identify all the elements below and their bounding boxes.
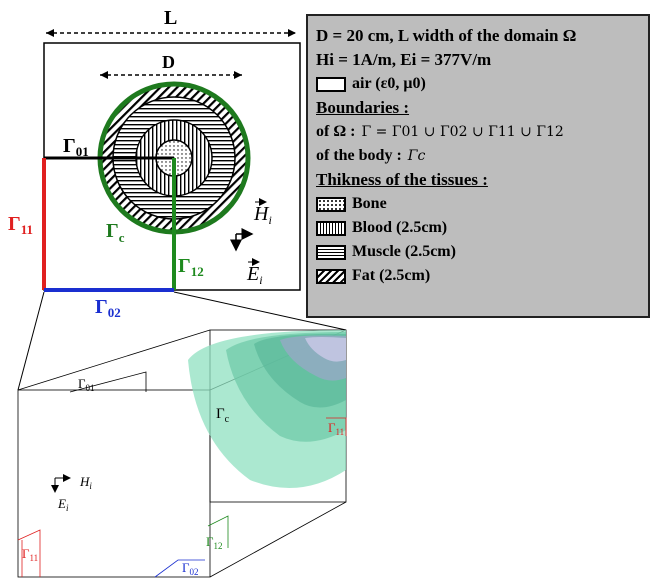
gamma11-label: Γ11 [8,213,33,237]
gamma11-right-label: Γ11 [328,420,344,437]
top-domain-diagram: L D Γ01 Γ11 Γc Γ12 Γ02 Hi Ei [8,7,301,320]
gamma11-left-label: Γ11 [22,546,38,563]
legend-air: air (ε0, μ0) [316,72,648,96]
bone-swatch [316,196,346,212]
zoom-line-left [17,291,45,391]
gammac-label: Γc [106,220,125,245]
H-field-3d-label: Hi [79,474,92,491]
E-field-3d-label: Ei [57,496,69,513]
legend-tissue-blood: Blood (2.5cm) [316,216,648,240]
air-label: air (ε0, μ0) [352,75,426,92]
legend-tissue-bone: Bone [316,192,648,216]
gamma11-left-marker [17,529,41,577]
fat-label: Fat (2.5cm) [352,267,431,284]
gamma12-label: Γ12 [178,255,204,279]
gamma11-right-marker [326,417,347,436]
L-label: L [164,7,177,29]
bone-label: Bone [352,195,387,212]
gamma12-marker [207,515,229,548]
bottom-3d-diagram [17,329,347,578]
legend-dimensions: D = 20 cm, L width of the domain Ω [316,26,577,45]
body-prefix: of the body : [316,147,402,164]
blood-swatch [316,220,346,236]
muscle-swatch [316,244,346,260]
legend-thickness-title: Thikness of the tissues : [316,170,488,189]
muscle-label: Muscle (2.5cm) [352,243,456,260]
zoom-line-right [173,291,347,331]
omega-prefix: of Ω : [316,123,356,140]
incident-field-axes-bottom: Hi Ei [51,474,92,513]
gamma02-marker [154,559,205,578]
H-field-label: Hi [253,203,272,227]
legend-boundaries-title: Boundaries : [316,98,410,117]
gamma12-3d-label: Γ12 [206,534,223,551]
body-3d-quarter [188,330,346,488]
gamma02-label: Γ02 [95,296,121,320]
omega-formula: Γ = Γ01 ∪ Γ02 ∪ Γ11 ∪ Γ12 [361,124,564,140]
gamma01-label: Γ01 [63,135,89,159]
legend-field-values: Hi = 1A/m, Ei = 377V/m [316,50,492,69]
gammac-3d-label: Γc [216,406,230,425]
incident-field-axes-top: Hi Ei [230,198,272,287]
legend-omega-boundaries: of Ω : Γ = Γ01 ∪ Γ02 ∪ Γ11 ∪ Γ12 [316,120,648,144]
blood-label: Blood (2.5cm) [352,219,448,236]
legend-tissue-muscle: Muscle (2.5cm) [316,240,648,264]
legend-body-boundary: of the body : Γc [316,144,648,168]
fat-swatch [316,268,346,284]
legend-tissue-fat: Fat (2.5cm) [316,264,648,288]
bottom-labels: Γ01 Γc Γ11 Γ11 Γ12 Γ02 Hi Ei [22,376,344,577]
gamma01-3d-label: Γ01 [78,376,95,393]
D-label: D [162,52,175,72]
E-field-label: Ei [246,263,263,287]
legend-panel: D = 20 cm, L width of the domain Ω Hi = … [306,14,650,318]
gamma02-3d-label: Γ02 [182,560,199,577]
body-formula: Γc [407,148,426,164]
air-swatch [316,76,346,92]
